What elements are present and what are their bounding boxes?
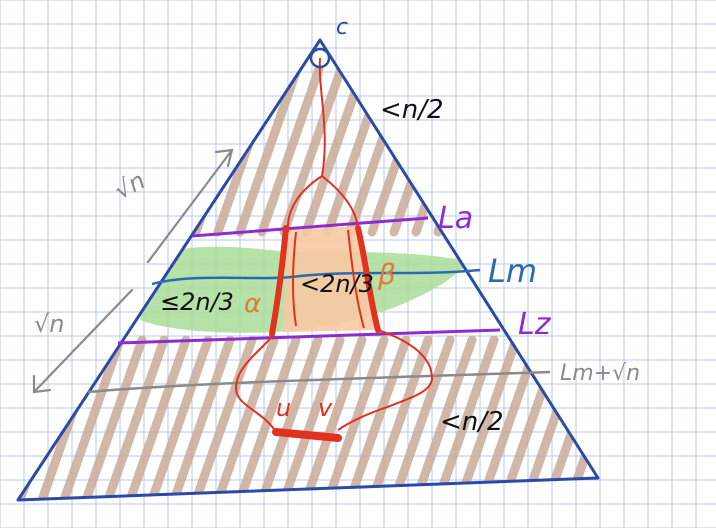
hatch-stroke [125,335,191,500]
vertex-v-label: v [318,394,333,422]
level-lz-line [117,328,501,345]
separator-inner-right [347,229,365,329]
hatch-stroke [345,335,411,500]
hatch-stroke [301,65,368,237]
hatch-stroke [125,65,192,237]
level-lm-line [151,268,481,286]
bottom-bound-label: <n/2 [440,407,504,437]
hatch-stroke [81,65,148,237]
vertex-u-label: u [276,394,291,422]
hatch-stroke [614,70,671,232]
center-bound-label: <2n/3 [300,270,374,298]
hatch-stroke [587,65,598,237]
sqrt-n-lower-arrow [32,288,134,394]
hatch-stroke [0,70,11,232]
hatch-stroke [702,340,716,500]
hatch-stroke [147,335,213,500]
separator-left-wall [269,225,289,337]
hatch-stroke [565,65,598,237]
separator-inner-left [292,231,297,327]
top-bound-label: <n/2 [380,95,444,125]
separator-right-wall [355,225,381,333]
hatch-stroke [18,65,38,237]
hatch-stroke [636,70,693,232]
sqrt-n-upper-arrow [146,148,234,264]
hatch-stroke [18,65,60,237]
beta-label: β [377,258,396,291]
hatch-stroke [636,340,692,500]
hatch-stroke [235,65,302,237]
root-vertex [309,47,331,69]
hatch-stroke [59,335,125,500]
level-lz-label: Lz [518,307,552,342]
hatch-stroke [411,335,477,500]
hatch-stroke [680,340,716,500]
hatch-stroke [18,335,37,500]
level-lm-sqrt-line [87,370,551,394]
hatch-stroke [103,65,170,237]
hatch-stroke [147,65,214,237]
sqrt-n-lower-label: √n [34,310,65,338]
level-la-label: La [438,201,473,236]
hatch-stroke [191,335,257,500]
hatch-stroke [433,335,499,500]
level-m-sqrt-label: Lm+√n [560,361,640,386]
level-la-line [191,216,429,238]
hatch-stroke [213,335,279,500]
hatch-stroke [658,340,714,500]
hatch-stroke [0,340,10,500]
hatch-stroke [257,335,323,500]
hatch-stroke [257,65,324,237]
root-to-separator-path [286,57,359,233]
hatch-stroke [103,335,169,500]
hatch-stroke [235,335,301,500]
triangle-outline [16,38,600,502]
hatch-stroke [521,65,588,237]
hatch-stroke [477,65,544,237]
hatch-stroke [367,335,433,500]
hatch-stroke [81,335,147,500]
separator-region [282,226,378,332]
top-hatch [0,65,716,237]
hatch-stroke [658,70,715,232]
hatch-stroke [565,335,598,500]
hatch-stroke [279,335,345,500]
hatch-stroke [301,335,367,500]
hatch-stroke [702,70,716,232]
hatch-stroke [455,335,521,500]
alpha-label: α [244,289,261,319]
lower-subtree-path [234,329,434,433]
edge-uv [272,428,342,442]
left-bound-label: ≤2n/3 [160,288,234,316]
hatch-stroke [169,335,235,500]
hatch-stroke [37,65,104,237]
root-label: c [336,15,348,40]
hatch-stroke [59,65,126,237]
hatch-stroke [680,70,716,232]
hatch-stroke [389,335,455,500]
level-m-label: Lm [488,252,537,290]
